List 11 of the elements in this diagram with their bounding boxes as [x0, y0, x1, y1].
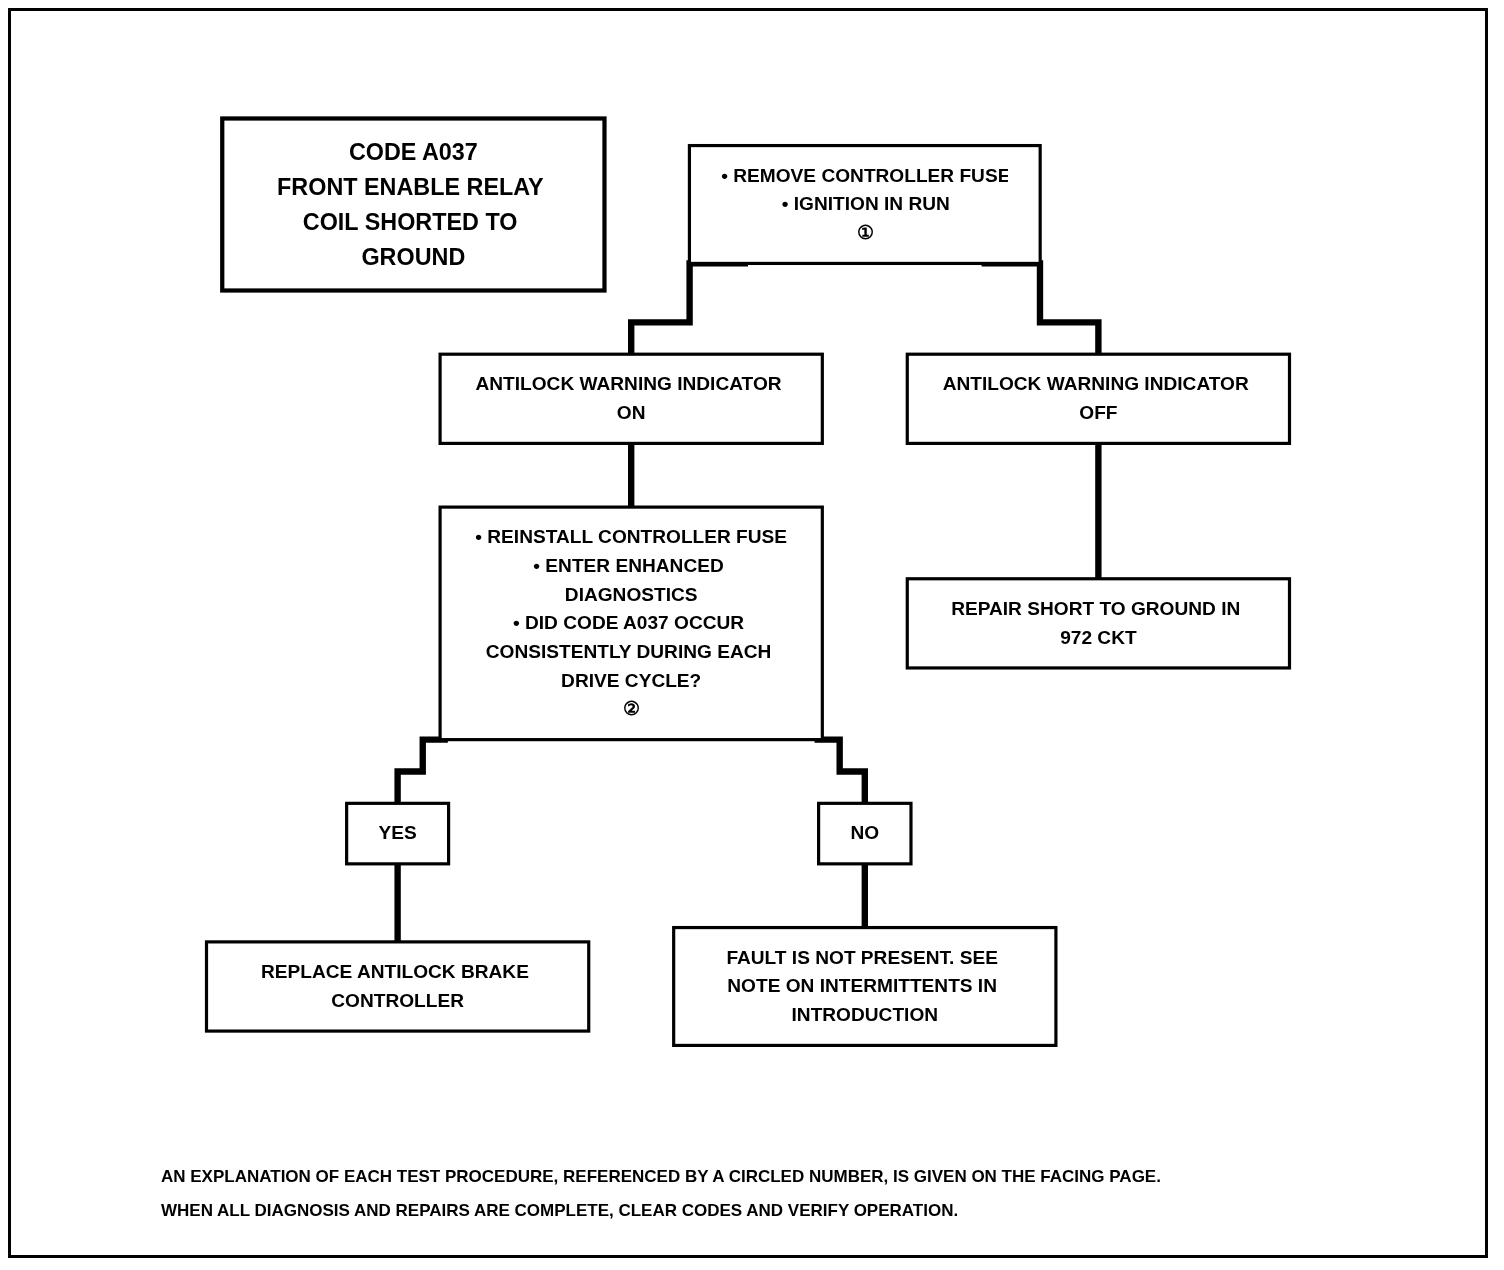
note-text: AN EXPLANATION OF EACH TEST PROCEDURE, REFERENCED BY A CIRCLED NUMBER, IS GIVEN ON THE FACING PAGE. [161, 1167, 1162, 1187]
node-box: REPLACE ANTILOCK BRAKE CONTROLLER [204, 940, 591, 1033]
node-box: REPAIR SHORT TO GROUND IN 972 CKT [905, 577, 1292, 670]
note-text: WHEN ALL DIAGNOSIS AND REPAIRS ARE COMPLETE, CLEAR CODES AND VERIFY OPERATION. [161, 1201, 960, 1221]
node-box: ANTILOCK WARNING INDICATOR ON [438, 352, 824, 446]
node-box: ANTILOCK WARNING INDICATOR OFF [905, 352, 1292, 446]
node-box: YES [345, 801, 451, 866]
node-box: CODE A037 FRONT ENABLE RELAY COIL SHORTED TO GROUND [220, 116, 607, 293]
node-box: NO [817, 801, 913, 866]
node-box: FAULT IS NOT PRESENT. SEE NOTE ON INTERMITTENTS IN INTRODUCTION [672, 926, 1058, 1048]
node-box: • REINSTALL CONTROLLER FUSE • ENTER ENHANCED DIAGNOSTICS • DID CODE A037 OCCUR CONSISTENTLY DURING EACH DRIVE CYCLE? ② [438, 505, 824, 742]
